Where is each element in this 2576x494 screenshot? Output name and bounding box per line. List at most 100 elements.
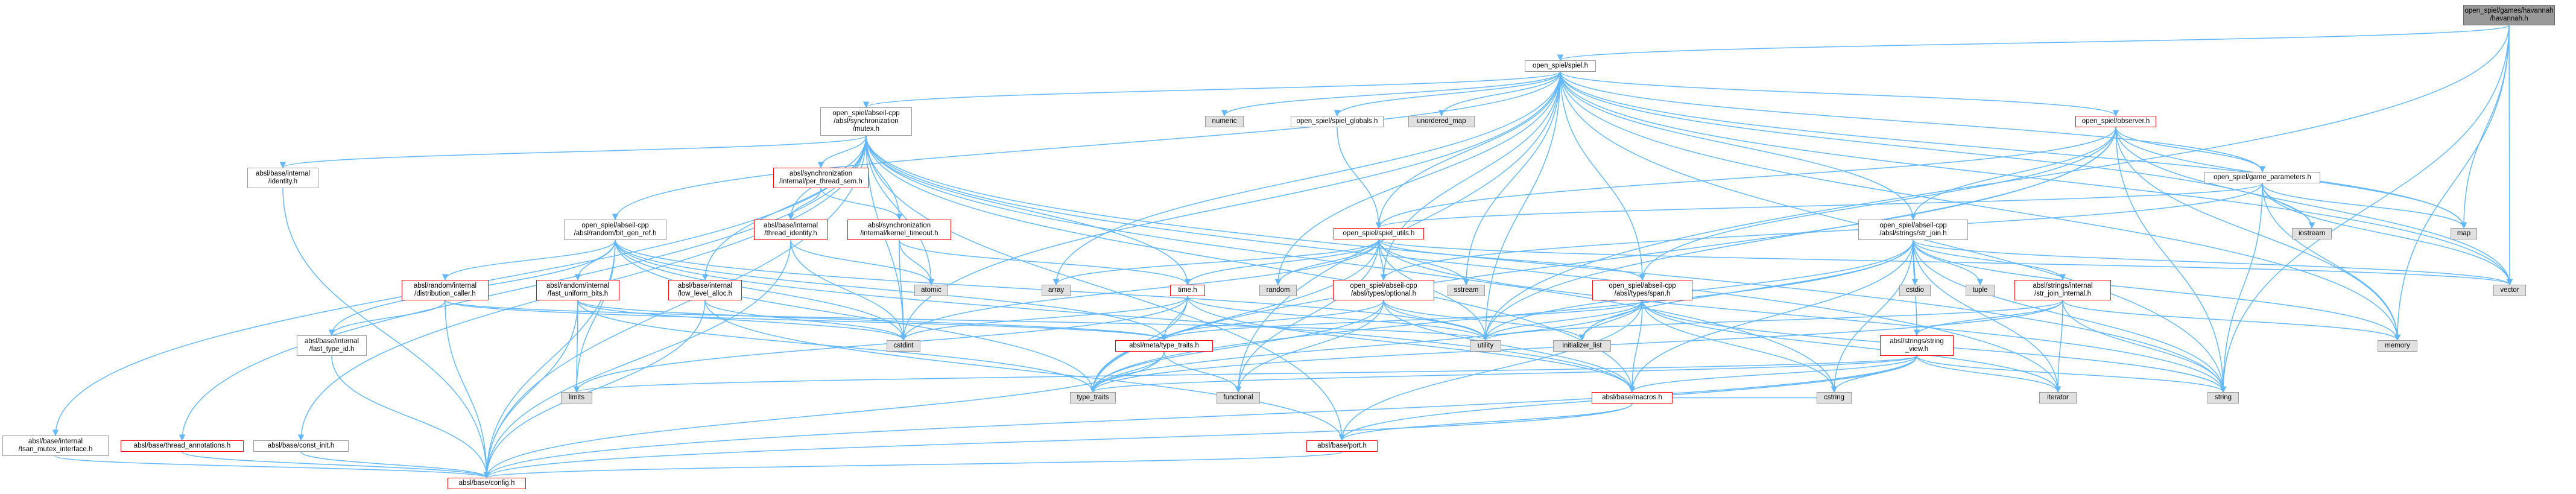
edge-str_join_internal-utility	[1483, 300, 2063, 341]
edge-span-macros	[1628, 300, 1643, 393]
edge-str_join-str_join_internal	[1913, 239, 2066, 281]
edge-spiel-spiel_utils	[1375, 71, 1561, 229]
edge-game_params-memory	[2262, 183, 2401, 341]
node-meta-type-traits-h[interactable]: absl/meta/type_traits.h	[1115, 340, 1213, 352]
edge-spiel-array	[1052, 71, 1561, 286]
edge-per_thread_sem-thread_identity	[787, 188, 821, 221]
node-distribution-caller-h[interactable]: absl/random/internal /distribution_calle…	[402, 280, 489, 300]
edge-spiel-iostream	[1560, 71, 2315, 229]
node-kernel-timeout-h[interactable]: absl/synchronization /internal/kernel_ti…	[847, 220, 951, 240]
node-spiel-utils-h[interactable]: open_spiel/spiel_utils.h	[1334, 228, 1424, 239]
edge-game_params-map	[2262, 183, 2467, 229]
edge-spiel-sstream	[1463, 71, 1561, 286]
edge-spiel_utils-random	[1274, 239, 1379, 286]
node-per-thread-sem-h[interactable]: absl/synchronization /internal/per_threa…	[773, 168, 869, 188]
node-fast-type-id-h[interactable]: absl/base/internal /fast_type_id.h	[297, 335, 367, 356]
node-mutex-h[interactable]: open_spiel/abseil-cpp /absl/synchronizat…	[820, 107, 912, 136]
node-game-parameters-h[interactable]: open_spiel/game_parameters.h	[2204, 172, 2320, 183]
node-vector[interactable]: vector	[2493, 285, 2526, 296]
edge-bit_gen_ref-type_traits	[615, 239, 1097, 393]
edge-spiel-numeric	[1221, 71, 1561, 117]
edge-root-spiel	[1557, 25, 2510, 62]
node-time-h[interactable]: time.h	[1170, 285, 1205, 296]
edge-port-config	[484, 451, 1343, 479]
edge-mutex-atomic	[866, 135, 935, 286]
node-cstring[interactable]: cstring	[1817, 392, 1852, 404]
edge-per_thread_sem-kernel_timeout	[820, 188, 903, 221]
edge-type_traits_meta-config	[483, 351, 1165, 479]
node-limits[interactable]: limits	[561, 392, 592, 404]
node-thread-annotations-h[interactable]: absl/base/thread_annotations.h	[121, 440, 244, 452]
edge-optional-utility	[1383, 300, 1489, 341]
edge-tsan-config	[55, 455, 490, 479]
node-map[interactable]: map	[2451, 228, 2477, 239]
node-unordered-map[interactable]: unordered_map	[1408, 116, 1475, 127]
node-tuple[interactable]: tuple	[1966, 285, 1995, 296]
edge-span-utility	[1482, 300, 1643, 341]
node-numeric[interactable]: numeric	[1205, 116, 1244, 127]
node-random[interactable]: random	[1259, 285, 1297, 296]
edge-time-cstdint	[900, 296, 1188, 341]
node-bit-gen-ref-h[interactable]: open_spiel/abseil-cpp /absl/random/bit_g…	[564, 220, 666, 240]
node-spiel-h[interactable]: open_spiel/spiel.h	[1525, 60, 1596, 72]
edge-span-type_traits_meta	[1160, 300, 1643, 341]
node-const-init-h[interactable]: absl/base/const_init.h	[253, 440, 349, 452]
edge-str_join-iterator	[1913, 239, 2062, 393]
node-utility[interactable]: utility	[1470, 340, 1501, 352]
node-cstdio[interactable]: cstdio	[1899, 285, 1931, 296]
node-identity-h[interactable]: absl/base/internal /identity.h	[247, 168, 318, 188]
node-atomic[interactable]: atomic	[914, 285, 948, 296]
edge-spiel-utility	[1482, 71, 1561, 341]
edge-str_join_internal-string_view	[1913, 300, 2063, 337]
node-spiel-globals-h[interactable]: open_spiel/spiel_globals.h	[1291, 116, 1384, 127]
edge-string_view-macros	[1628, 355, 1917, 393]
edge-identity-config	[282, 188, 490, 479]
node-config-h[interactable]: absl/base/config.h	[448, 478, 526, 489]
edge-macros-config	[484, 403, 1633, 479]
node-fast-uniform-bits-h[interactable]: absl/random/internal /fast_uniform_bits.…	[536, 280, 619, 300]
node-string-view-h[interactable]: absl/strings/string _view.h	[1880, 335, 1954, 356]
node-memory[interactable]: memory	[2378, 340, 2417, 352]
node-string[interactable]: string	[2207, 392, 2239, 404]
edge-span-iterator	[1642, 300, 2062, 393]
node-array[interactable]: array	[1042, 285, 1071, 296]
edge-time-macros	[1187, 296, 1636, 393]
edge-spiel-random	[1274, 71, 1561, 286]
edge-spiel-memory	[1560, 71, 2401, 341]
edge-span-cstring	[1642, 300, 1838, 393]
edge-mutex-identity	[280, 135, 867, 169]
node-low-level-alloc-h[interactable]: absl/base/internal /low_level_alloc.h	[668, 280, 742, 300]
node-iostream[interactable]: iostream	[2292, 228, 2332, 239]
edge-spiel-str_join	[1560, 71, 1917, 221]
edge-spiel-span	[1560, 71, 1646, 281]
node-optional-h[interactable]: open_spiel/abseil-cpp /absl/types/option…	[1333, 280, 1434, 300]
edge-string_view-limits	[574, 355, 1917, 393]
node-sstream[interactable]: sstream	[1448, 285, 1485, 296]
node-str-join-internal-h[interactable]: absl/strings/internal /str_join_internal…	[2014, 280, 2111, 300]
edge-mutex-config	[483, 135, 867, 479]
edge-game_params-string	[2220, 183, 2263, 393]
node-span-h[interactable]: open_spiel/abseil-cpp /absl/types/span.h	[1592, 280, 1692, 300]
node-thread-identity-h[interactable]: absl/base/internal /thread_identity.h	[754, 220, 828, 240]
edge-fast_uniform_bits-type_traits_meta	[577, 300, 1167, 341]
node-type-traits[interactable]: type_traits	[1070, 392, 1116, 404]
node-macros-h[interactable]: absl/base/macros.h	[1592, 392, 1673, 404]
node-observer-h[interactable]: open_spiel/observer.h	[2075, 116, 2156, 127]
node-str-join-h[interactable]: open_spiel/abseil-cpp /absl/strings/str_…	[1858, 220, 1968, 240]
node-tsan-mutex-interface-h[interactable]: absl/base/internal /tsan_mutex_interface…	[2, 435, 109, 456]
edge-mutex-per_thread_sem	[817, 135, 867, 169]
edge-bit_gen_ref-distribution_caller	[441, 239, 616, 281]
edge-spiel_utils-string	[1378, 239, 2227, 393]
edge-game_params-optional	[1380, 183, 2263, 281]
node-iterator[interactable]: iterator	[2039, 392, 2077, 404]
edge-optional-functional	[1235, 300, 1384, 393]
edge-spiel_utils-sstream	[1378, 239, 1470, 286]
node-cstdint[interactable]: cstdint	[887, 340, 920, 352]
edge-mutex-string	[866, 135, 2227, 393]
node-functional[interactable]: functional	[1217, 392, 1260, 404]
edge-spiel_utils-type_traits	[1089, 239, 1379, 393]
edge-spiel_utils-time	[1184, 239, 1379, 286]
node-port-h[interactable]: absl/base/port.h	[1306, 440, 1378, 452]
node-initializer-list[interactable]: initializer_list	[1553, 340, 1611, 352]
